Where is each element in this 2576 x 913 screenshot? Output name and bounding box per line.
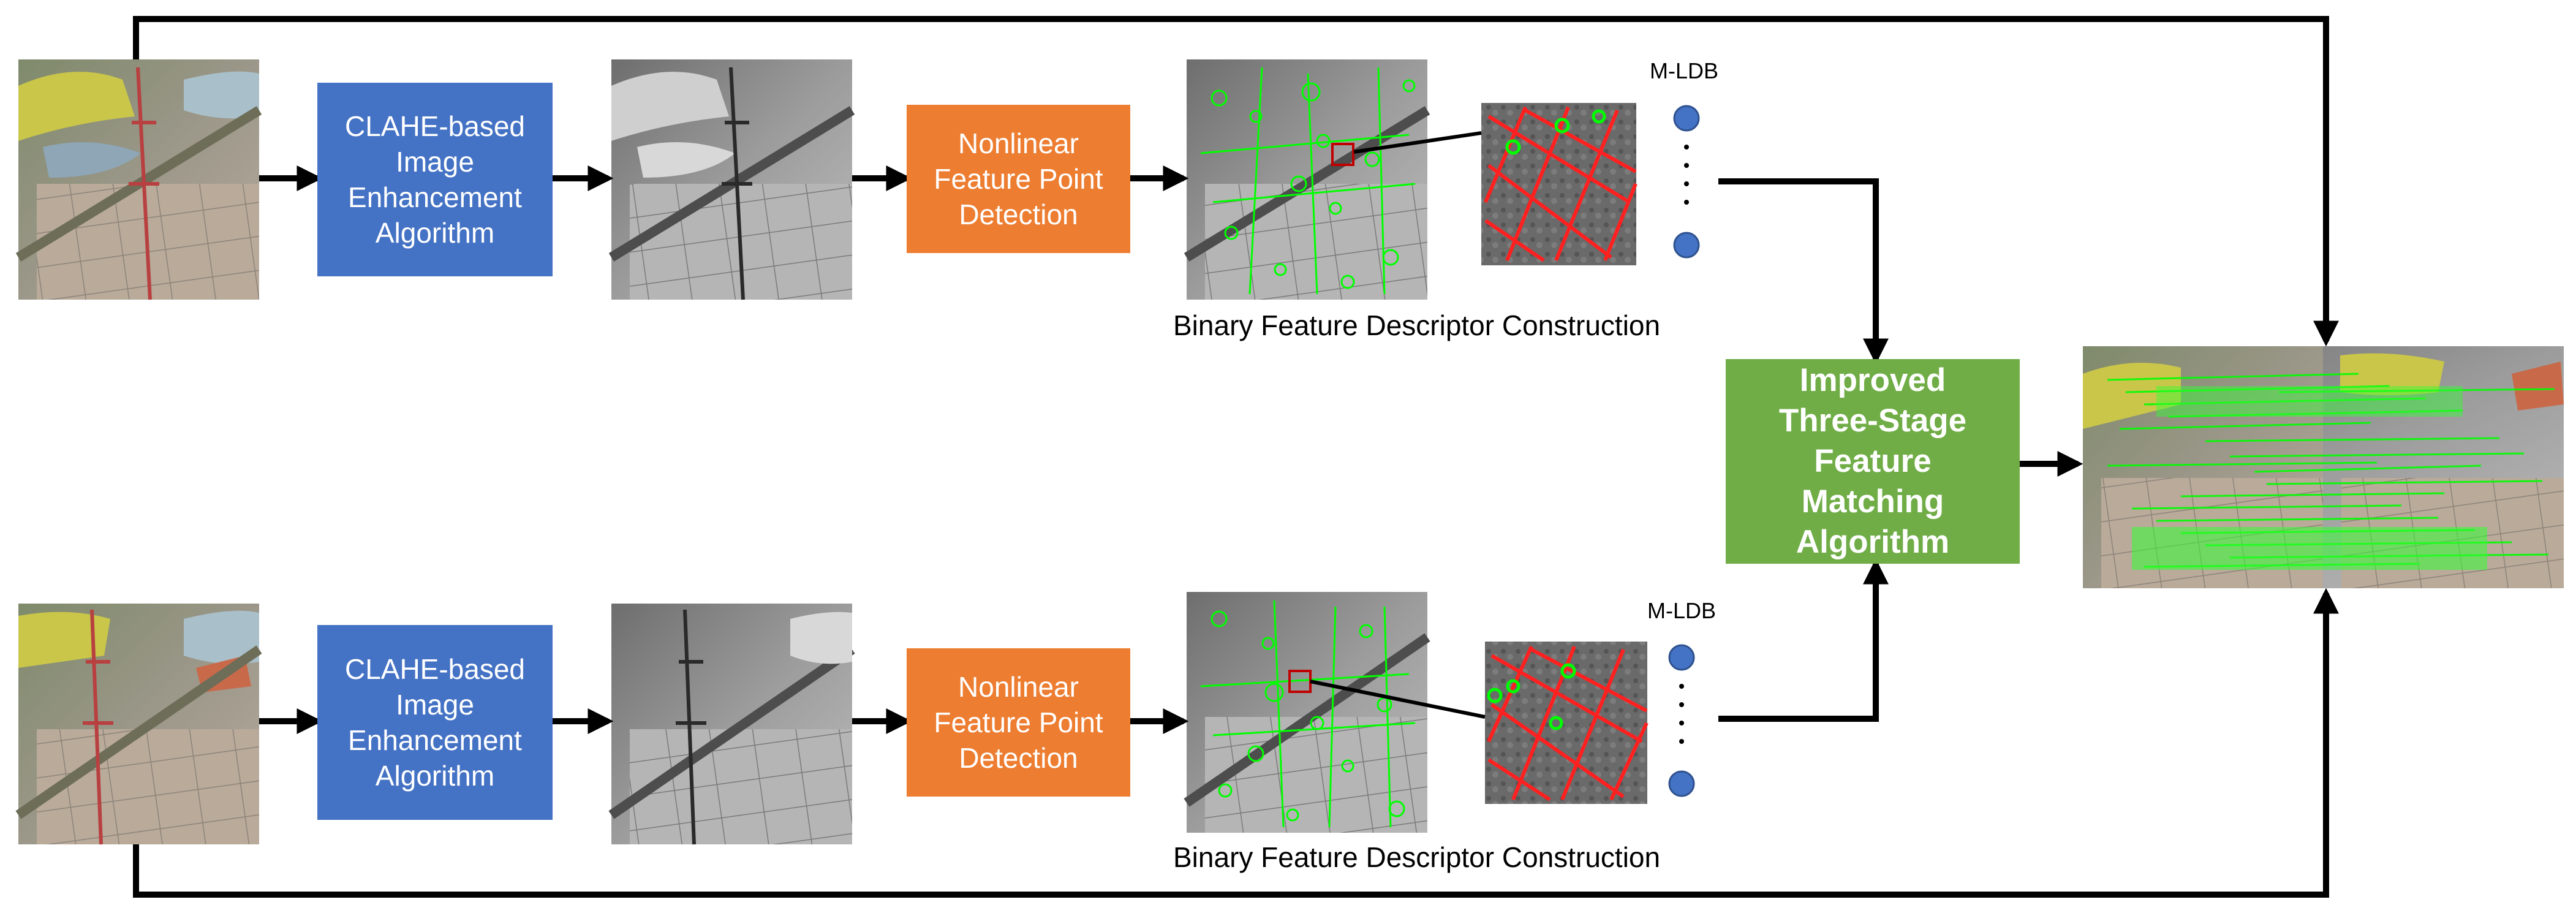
bottom-descriptor-caption: Binary Feature Descriptor Construction xyxy=(1173,841,1661,873)
top-mldb-nodes xyxy=(1673,105,1700,259)
top-descriptor-patch xyxy=(1481,103,1637,265)
top-nonlinear-detection-box: Nonlinear Feature Point Detection xyxy=(907,105,1130,253)
top-input-image xyxy=(15,59,262,300)
bottom-input-image xyxy=(15,604,262,845)
arrow-top-bypass-to-result xyxy=(133,16,2339,347)
arrow-bottom-descriptor-to-matching xyxy=(1718,558,1889,722)
arrow-bottom-bypass-to-result xyxy=(133,588,2339,898)
three-stage-matching-box: Improved Three-Stage Feature Matching Al… xyxy=(1726,359,2020,564)
bottom-mldb-label: M-LDB xyxy=(1647,598,1717,623)
bottom-mldb-nodes xyxy=(1668,644,1695,797)
bottom-descriptor-patch xyxy=(1485,642,1649,804)
top-descriptor-caption: Binary Feature Descriptor Construction xyxy=(1173,309,1661,341)
bottom-keypoints-image xyxy=(1184,592,1430,833)
top-clahe-enhancement-box: CLAHE-based Image Enhancement Algorithm xyxy=(317,83,553,276)
top-mldb-label: M-LDB xyxy=(1650,58,1719,83)
top-keypoints-image xyxy=(1184,59,1430,300)
bottom-nonlinear-detection-box: Nonlinear Feature Point Detection xyxy=(907,648,1130,797)
bottom-zoom-connector xyxy=(1310,680,1486,719)
flow-arrows xyxy=(133,16,2339,898)
top-zoom-connector xyxy=(1353,131,1482,154)
top-enhanced-image xyxy=(608,59,855,300)
result-matched-image xyxy=(2083,346,2564,588)
bottom-enhanced-image xyxy=(608,604,855,845)
arrow-top-descriptor-to-matching xyxy=(1718,178,1889,365)
bottom-clahe-enhancement-box: CLAHE-based Image Enhancement Algorithm xyxy=(317,625,553,820)
